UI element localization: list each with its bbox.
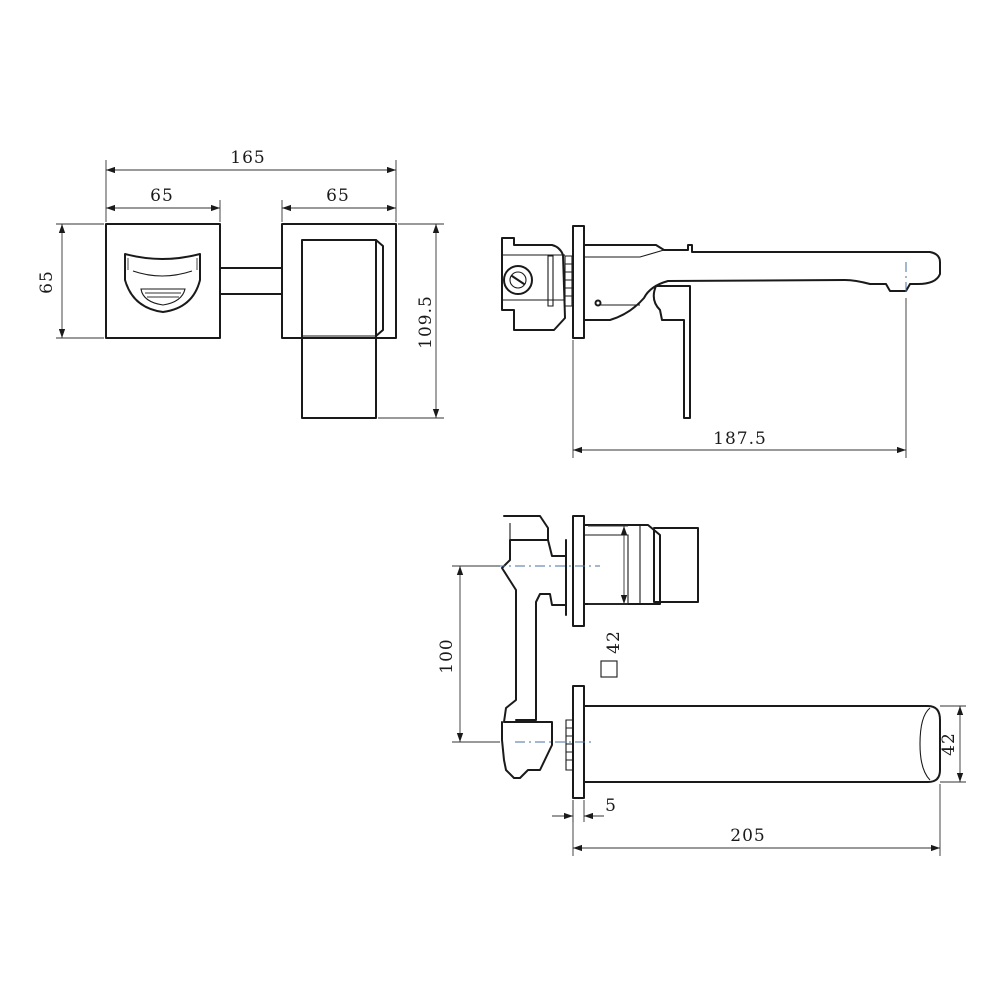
top-handle-plate xyxy=(572,515,585,627)
cartridge-icon xyxy=(503,265,533,295)
wall-plate xyxy=(572,225,585,339)
handle-icon xyxy=(124,253,201,313)
dim-65-handle: 65 xyxy=(150,186,174,206)
valve-body xyxy=(501,515,553,779)
dim-100: 100 xyxy=(437,638,457,673)
spout-plate xyxy=(281,223,397,339)
thread-icon xyxy=(564,255,573,307)
spout-front xyxy=(301,239,377,419)
connecting-pipe xyxy=(219,267,283,295)
handle-neck xyxy=(583,524,661,605)
lever-handle xyxy=(652,285,691,419)
dim-65-spout: 65 xyxy=(326,186,350,206)
dim-65-height: 65 xyxy=(37,270,57,294)
dim-42-spout: 42 xyxy=(939,732,959,756)
front-view xyxy=(56,160,444,419)
mixer-body xyxy=(501,237,566,331)
handle-top xyxy=(653,527,699,603)
handle-plate xyxy=(105,223,221,339)
dim-165: 165 xyxy=(230,148,265,168)
spout-side xyxy=(583,244,941,321)
top-spout xyxy=(583,705,941,783)
dimension-labels: 165 65 65 65 109.5 187.5 100 42 42 5 205 xyxy=(37,148,959,846)
dim-109-5: 109.5 xyxy=(416,295,436,349)
dim-205: 205 xyxy=(730,826,765,846)
square-icon xyxy=(600,660,618,678)
dim-42-plate: 42 xyxy=(604,630,624,654)
top-view xyxy=(452,515,966,856)
side-view xyxy=(501,225,941,458)
dim-5: 5 xyxy=(605,796,617,816)
top-thread-icon xyxy=(565,719,574,771)
dim-187-5: 187.5 xyxy=(713,429,767,449)
